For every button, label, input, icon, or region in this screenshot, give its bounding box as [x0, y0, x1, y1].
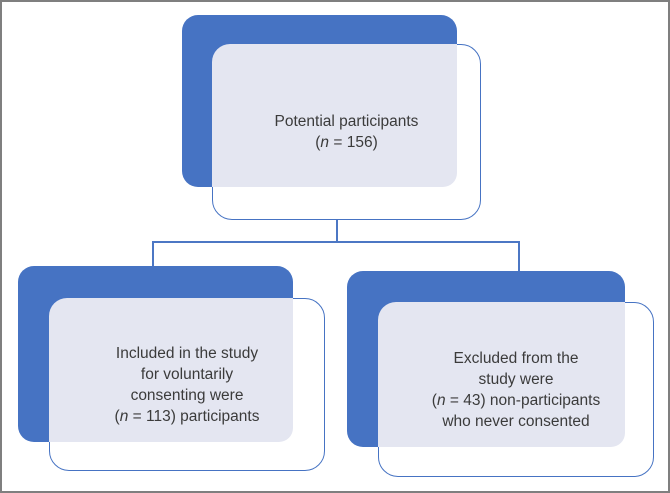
connector-drop-left: [152, 241, 154, 269]
connector-drop-right: [518, 241, 520, 274]
connector-crossbar: [152, 241, 519, 243]
node-potential-participants: Potential participants(n = 156): [182, 15, 482, 225]
node-card-overlap: [49, 298, 293, 442]
connector-stem: [336, 220, 338, 242]
node-text: Potential participants(n = 156): [274, 113, 419, 151]
node-card-overlap: [212, 44, 457, 187]
node-card-overlap: [378, 302, 625, 447]
